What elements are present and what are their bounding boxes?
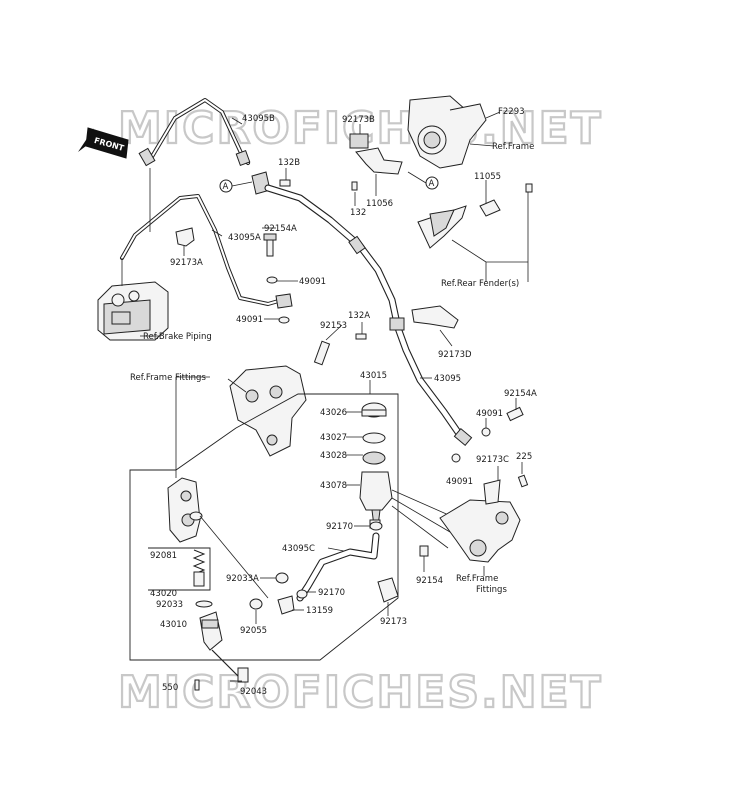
brake-hose-43095: [264, 184, 473, 447]
label-550: 550: [162, 683, 178, 693]
clamp-92173: [377, 577, 399, 603]
clamp-92033a: [275, 572, 289, 584]
label-132b: 132B: [278, 158, 300, 168]
bolt-92154: [419, 545, 429, 557]
label-11056: 11056: [366, 199, 393, 209]
ref-frame-fittings-right-2: Fittings: [476, 585, 507, 595]
label-43095: 43095: [434, 374, 461, 384]
frame-upper-right: [407, 95, 487, 169]
label-92173b: 92173B: [342, 115, 375, 125]
label-92170-upper: 92170: [326, 522, 353, 532]
label-92055: 92055: [240, 626, 267, 636]
label-132a: 132A: [348, 311, 370, 321]
label-92154a-top: 92154A: [264, 224, 297, 234]
label-49091-right2: 49091: [446, 477, 473, 487]
ref-frame: Ref.Frame: [492, 142, 534, 152]
label-49091-left: 49091: [236, 315, 263, 325]
watermark-bottom: MICROFICHES.NET: [118, 667, 603, 718]
reservoir-43078: [359, 471, 393, 529]
label-92173: 92173: [380, 617, 407, 627]
label-92033: 92033: [156, 600, 183, 610]
ref-frame-fittings-left: Ref.Frame Fittings: [130, 373, 206, 383]
label-43015: 43015: [360, 371, 387, 381]
label-92170-lower: 92170: [318, 588, 345, 598]
oring-92055: [249, 598, 263, 610]
spring-piston-kit: [148, 547, 213, 608]
label-92173d: 92173D: [438, 350, 472, 360]
bracket-11056: [349, 133, 403, 191]
bolt-92154a-right: [451, 406, 524, 463]
label-43028: 43028: [320, 451, 347, 461]
marker-a-left: A: [219, 179, 233, 193]
brake-pipe-43095b: [138, 98, 251, 167]
frame-fitting-bracket: [229, 365, 307, 457]
master-cylinder: [167, 477, 203, 543]
label-92043: 92043: [240, 687, 267, 697]
label-49091-right1: 49091: [476, 409, 503, 419]
screw-225: [517, 474, 529, 488]
ref-frame-fittings-right-1: Ref.Frame: [456, 574, 498, 584]
clamp-92173a: [175, 227, 195, 247]
reservoir-cap-43026: [361, 402, 387, 418]
bolt-92153: [313, 340, 331, 366]
ref-brake-piping: Ref.Brake Piping: [143, 332, 212, 342]
label-f2293: F2293: [498, 107, 525, 117]
hose-43095c: [296, 532, 380, 602]
label-43026: 43026: [320, 408, 347, 418]
pushrod-43010: [194, 611, 249, 691]
label-43078: 43078: [320, 481, 347, 491]
clamp-92170-lower: [296, 589, 308, 599]
clamp-92170-upper: [369, 521, 383, 531]
abs-unit: [97, 281, 169, 341]
label-92173c: 92173C: [476, 455, 509, 465]
label-49091-top: 49091: [299, 277, 326, 287]
label-43027: 43027: [320, 433, 347, 443]
label-43095a: 43095A: [228, 233, 261, 243]
label-92173a: 92173A: [170, 258, 203, 268]
diaphragm-43028: [362, 451, 386, 465]
hose-fitting-13159: [277, 595, 295, 615]
label-92033a: 92033A: [226, 574, 259, 584]
label-11055: 11055: [474, 172, 501, 182]
label-92154: 92154: [416, 576, 443, 586]
label-43010: 43010: [160, 620, 187, 630]
label-92153: 92153: [320, 321, 347, 331]
label-43020: 43020: [150, 589, 177, 599]
front-arrow-icon: FRONT: [78, 127, 129, 159]
frame-fitting-right: [439, 479, 521, 563]
svg-text:A: A: [429, 179, 435, 189]
svg-text:A: A: [223, 182, 229, 192]
label-43095b: 43095B: [242, 114, 275, 124]
label-132: 132: [350, 208, 366, 218]
bracket-92173d: [355, 305, 459, 340]
label-13159: 13159: [306, 606, 333, 616]
marker-a-right: A: [425, 176, 439, 190]
label-225: 225: [516, 452, 532, 462]
label-92154a-right: 92154A: [504, 389, 537, 399]
label-43095c: 43095C: [282, 544, 315, 554]
label-92081: 92081: [150, 551, 177, 561]
bolt-92154a-top: [263, 233, 293, 324]
diaphragm-plate-43027: [362, 432, 386, 444]
assembly-box-43015: [129, 393, 399, 661]
rear-fender-piece: [417, 183, 533, 249]
ref-rear-fender: Ref.Rear Fender(s): [441, 279, 519, 289]
